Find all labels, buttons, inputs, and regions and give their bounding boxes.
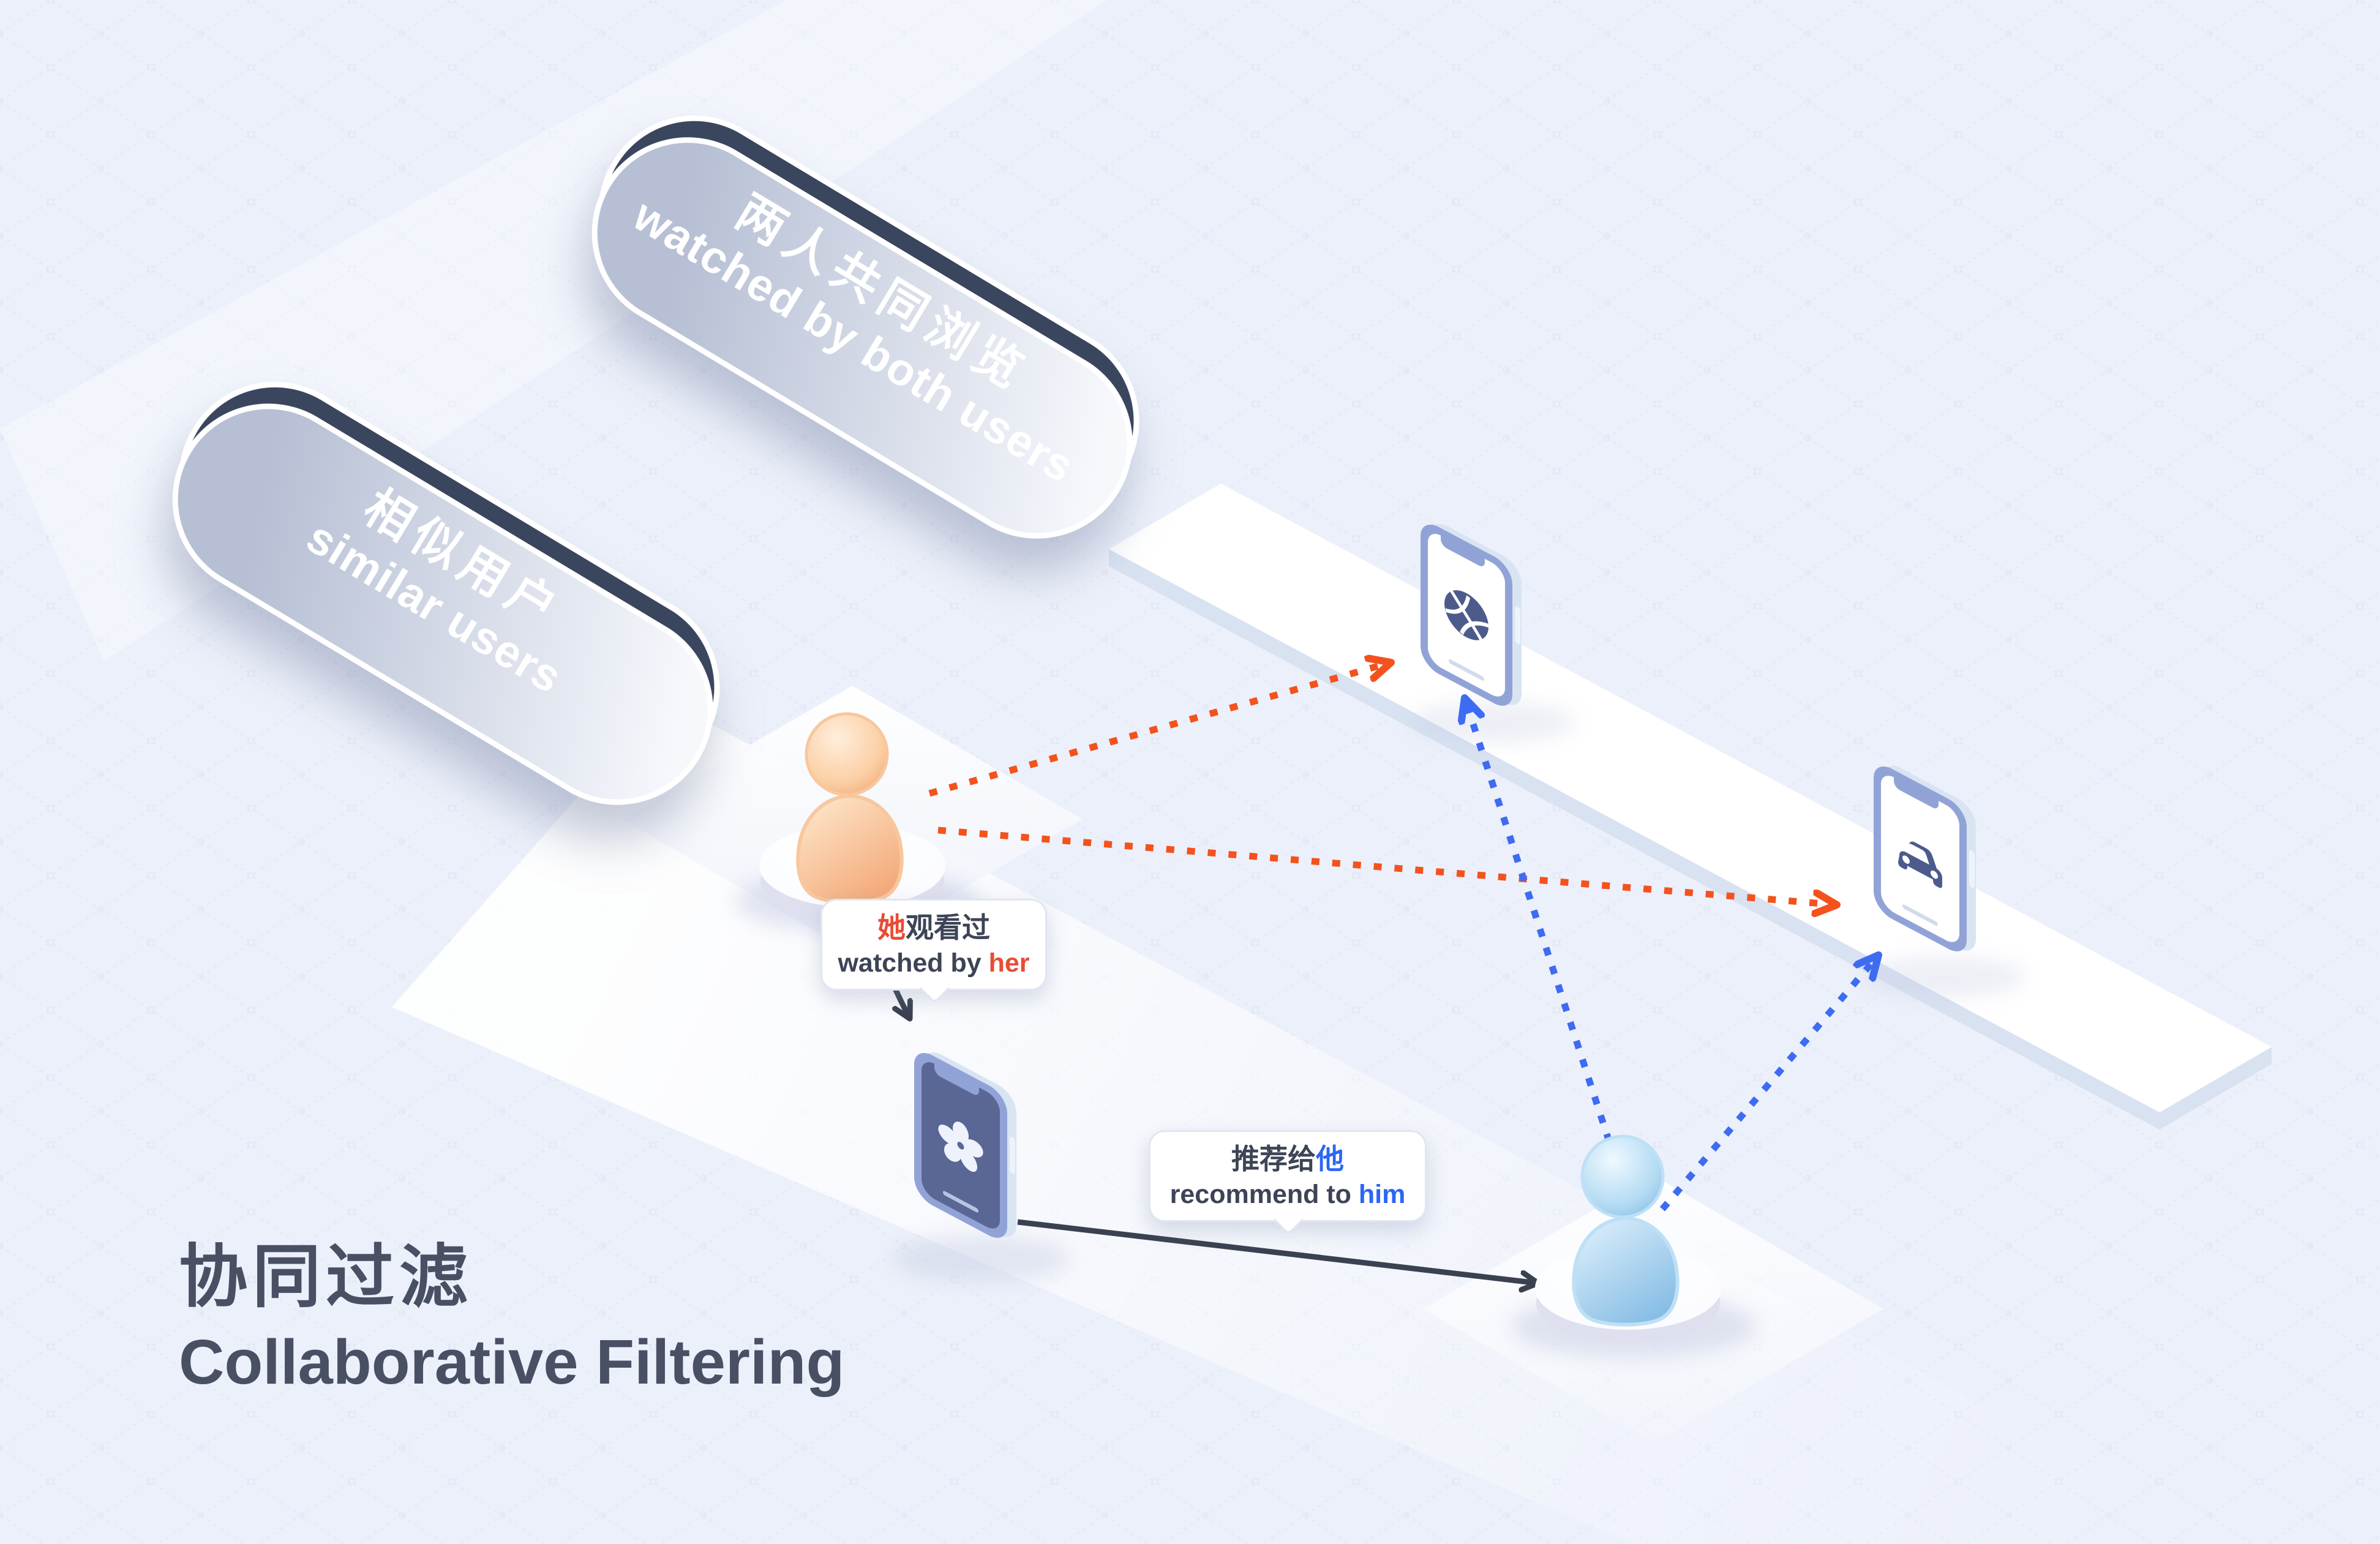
highlight-her-zh: 她 bbox=[877, 912, 906, 943]
phone-screen bbox=[1881, 770, 1959, 948]
phone-side-button bbox=[1515, 605, 1520, 646]
phone-frame bbox=[1874, 759, 1975, 959]
phone-home-indicator bbox=[942, 1190, 979, 1214]
car-icon bbox=[1898, 841, 1942, 888]
flower-icon bbox=[938, 1121, 983, 1172]
title-zh: 协同过滤 bbox=[179, 1239, 473, 1315]
arrow-him-to-car bbox=[1659, 955, 1879, 1212]
highlight-him-en: him bbox=[1358, 1180, 1406, 1209]
phone-car bbox=[1874, 759, 1975, 959]
callout-line-en: watched by her bbox=[838, 948, 1030, 978]
diagram-title: 协同过滤 Collaborative Filtering bbox=[179, 1238, 844, 1408]
arrow-recommend-to-him bbox=[1017, 1219, 1538, 1283]
callout-watched-by-her: 她观看过 watched by her bbox=[820, 899, 1047, 991]
phone-shelf-strip bbox=[1109, 484, 2272, 1130]
callout-line-en: recommend to him bbox=[1169, 1180, 1406, 1209]
phone-side-button bbox=[1010, 1135, 1015, 1175]
arrow-her-to-car bbox=[937, 826, 1837, 905]
arrow-him-to-basketball bbox=[1465, 698, 1619, 1161]
phone-screen bbox=[922, 1057, 1000, 1234]
phone-basketball bbox=[1421, 517, 1520, 713]
phone-home-indicator bbox=[1902, 903, 1939, 928]
highlight-him-zh: 他 bbox=[1316, 1143, 1344, 1175]
phone-side-button bbox=[1969, 849, 1975, 889]
phone-flower bbox=[914, 1046, 1015, 1245]
title-en: Collaborative Filtering bbox=[179, 1327, 845, 1397]
arrow-her-to-basketball bbox=[928, 662, 1391, 797]
phone-frame bbox=[1421, 517, 1520, 713]
callout-line-zh: 推荐给他 bbox=[1231, 1143, 1344, 1175]
avatar-her bbox=[759, 712, 945, 921]
callout-recommend-to-him: 推荐给他 recommend to him bbox=[1149, 1130, 1427, 1222]
phone-screen bbox=[1428, 528, 1505, 702]
callout-line-zh: 她观看过 bbox=[877, 912, 990, 943]
basketball-icon bbox=[1444, 589, 1488, 643]
phone-frame bbox=[914, 1046, 1015, 1245]
phone-home-indicator bbox=[1449, 658, 1484, 682]
avatar-him bbox=[1535, 1134, 1721, 1343]
highlight-her-en: her bbox=[988, 948, 1030, 978]
